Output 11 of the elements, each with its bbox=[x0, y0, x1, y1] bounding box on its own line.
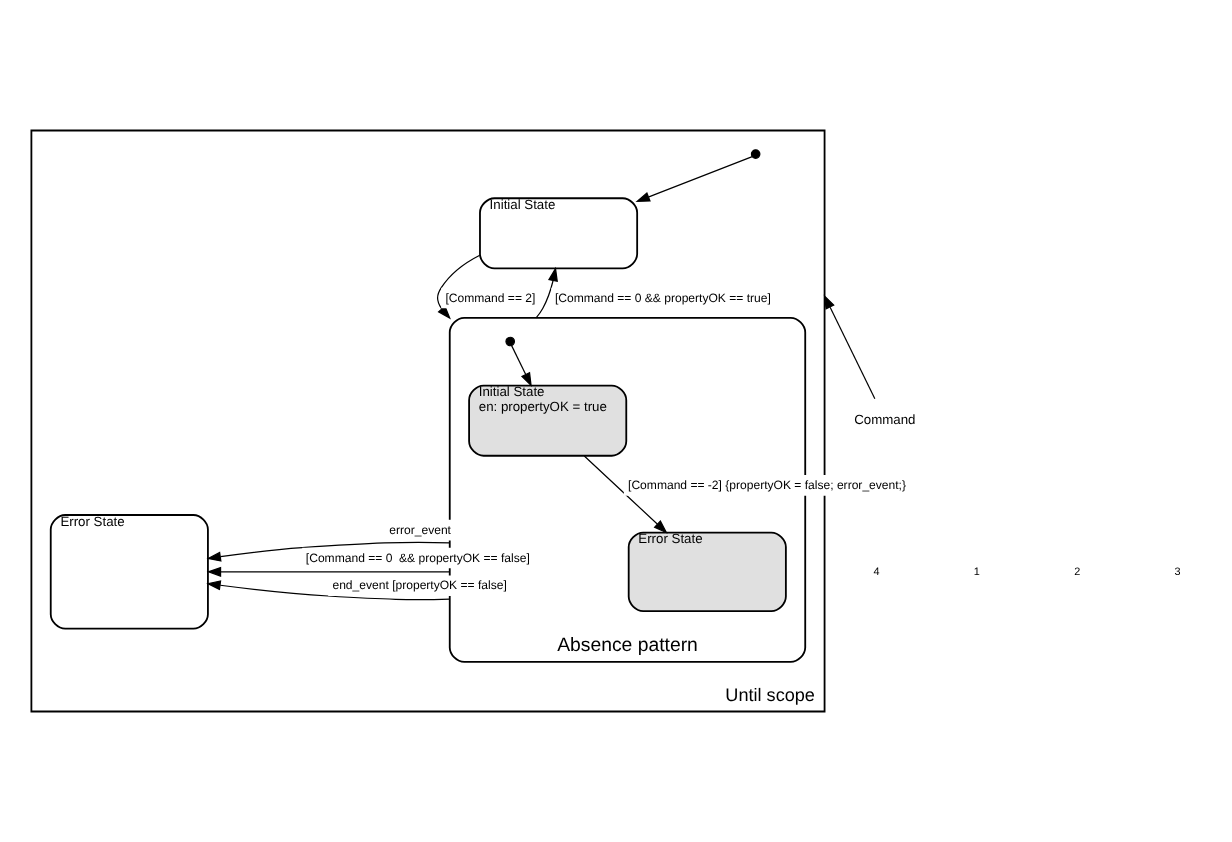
arrow bbox=[206, 541, 451, 562]
arrow bbox=[535, 266, 558, 319]
arrow bbox=[583, 455, 668, 534]
arrow bbox=[635, 156, 753, 203]
arrow bbox=[206, 580, 451, 601]
node-circle bbox=[505, 336, 516, 347]
arrow bbox=[437, 254, 481, 320]
arrow bbox=[206, 566, 451, 577]
arrow bbox=[511, 345, 532, 388]
arrow bbox=[823, 294, 876, 400]
node-circle bbox=[750, 149, 761, 159]
